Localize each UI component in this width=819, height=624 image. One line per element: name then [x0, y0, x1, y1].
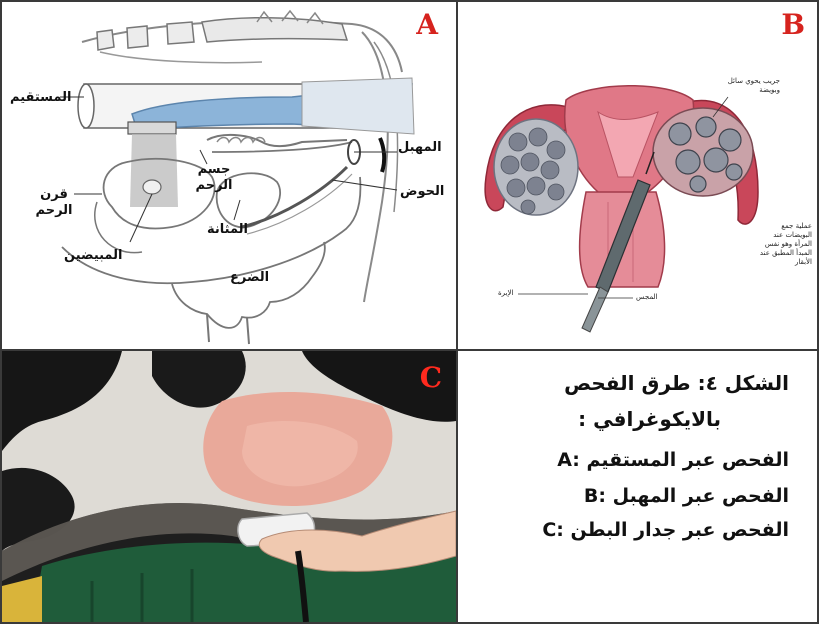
caption-item-b: B: الفحص عبر المهبل: [584, 485, 789, 507]
caption-item-c: C: الفحص عبر جدار البطن: [542, 519, 789, 541]
horizontal-divider: [0, 349, 819, 351]
label-needle: الإبرة: [498, 289, 528, 298]
label-uterine-horn: قرن الرحم: [32, 187, 76, 219]
caption-title-line2: بالايكوغرافي :: [578, 407, 721, 431]
vertical-divider: [456, 0, 458, 624]
label-ovary: المبيضين: [64, 248, 122, 264]
label-rectum: المستقيم: [10, 90, 71, 106]
panel-b-letter: B: [781, 8, 805, 41]
panel-b-transvaginal-diagram: B جريب يحوي سائل وبويضة عملية جمع البويض…: [458, 2, 817, 349]
label-udder: الضرع: [230, 270, 269, 286]
caption-item-a: A: الفحص عبر المستقيم: [557, 449, 789, 471]
label-vagina: المهبل: [398, 140, 442, 156]
label-uterus-body: جسم الرحم: [184, 162, 244, 194]
label-follicle: جريب يحوي سائل وبويضة: [720, 77, 780, 95]
panel-c-transabdominal-photo: C: [2, 351, 456, 622]
panel-a-letter: A: [416, 8, 438, 41]
caption-title-line1: الشكل ٤: طرق الفحص: [564, 371, 789, 395]
label-pelvis: الحوض: [400, 184, 444, 200]
panel-a-transrectal-diagram: A المستقيم المهبل الحوض جسم الرحم قرن ال…: [2, 2, 456, 349]
figure-caption-panel: الشكل ٤: طرق الفحص بالايكوغرافي : A: الف…: [458, 351, 817, 622]
label-bladder: المثانة: [207, 222, 248, 238]
cow-abdomen-photo: [2, 351, 456, 622]
panel-c-letter: C: [420, 361, 442, 394]
label-oocyte-collection: عملية جمع البويضات عند المرأة وهو نفس ال…: [754, 222, 812, 267]
label-probe: المجس: [636, 293, 666, 302]
